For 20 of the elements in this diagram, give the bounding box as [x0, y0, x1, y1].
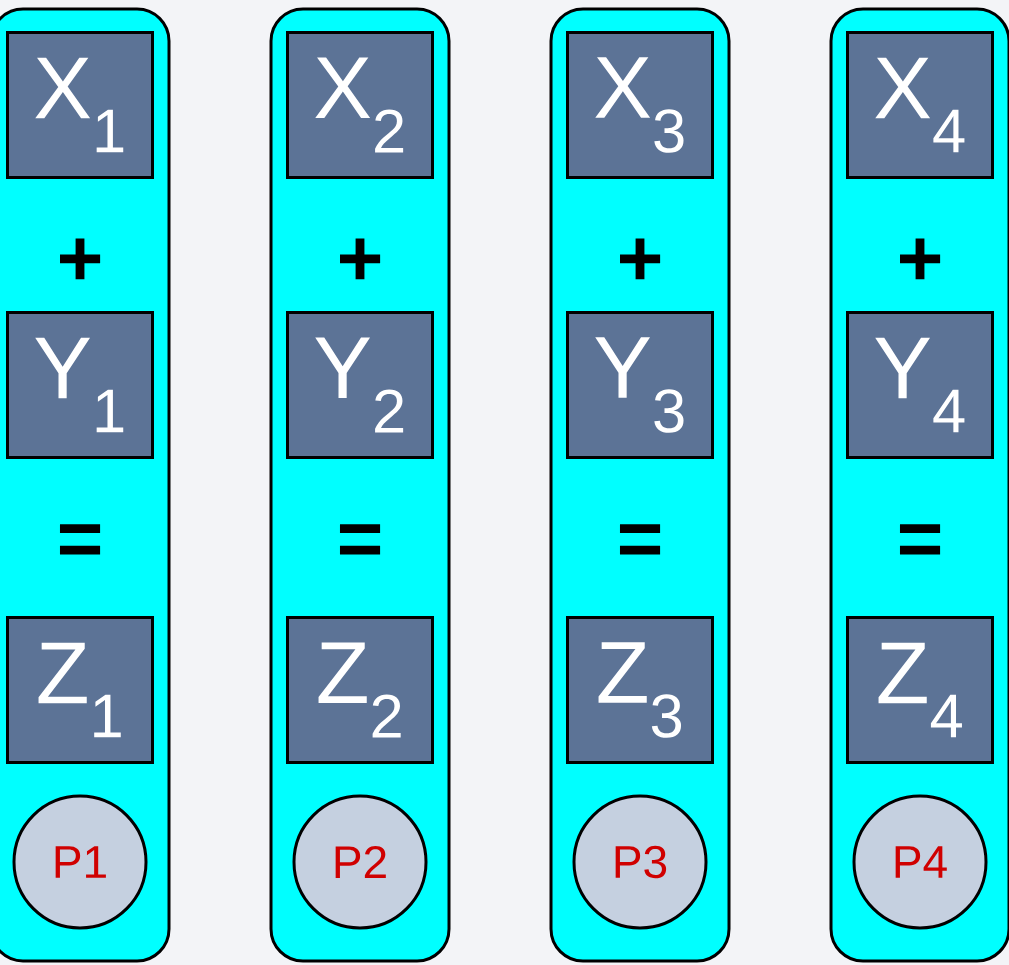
- variable-box: X$_{2}$: [286, 31, 434, 179]
- variable-box: Y$_{1}$: [6, 311, 154, 459]
- variable-box: Z$_{4}$: [846, 616, 994, 764]
- operator-symbol: =: [619, 524, 661, 555]
- variable-box: Z$_{3}$: [566, 616, 714, 764]
- variable-box: X$_{3}$: [566, 31, 714, 179]
- variable-box: Y$_{4}$: [846, 311, 994, 459]
- operator-symbol: +: [620, 238, 661, 280]
- operator-symbol: +: [900, 238, 941, 280]
- operator-symbol: =: [339, 524, 381, 555]
- operator-symbol: +: [60, 238, 101, 280]
- operator-symbol: +: [340, 238, 381, 280]
- variable-box: X$_{4}$: [846, 31, 994, 179]
- variable-box: Z$_{2}$: [286, 616, 434, 764]
- variable-box: Y$_{3}$: [566, 311, 714, 459]
- variable-box: X$_{1}$: [6, 31, 154, 179]
- variable-box: Z$_{1}$: [6, 616, 154, 764]
- operator-symbol: =: [899, 524, 941, 555]
- variable-box: Y$_{2}$: [286, 311, 434, 459]
- operator-symbol: =: [59, 524, 101, 555]
